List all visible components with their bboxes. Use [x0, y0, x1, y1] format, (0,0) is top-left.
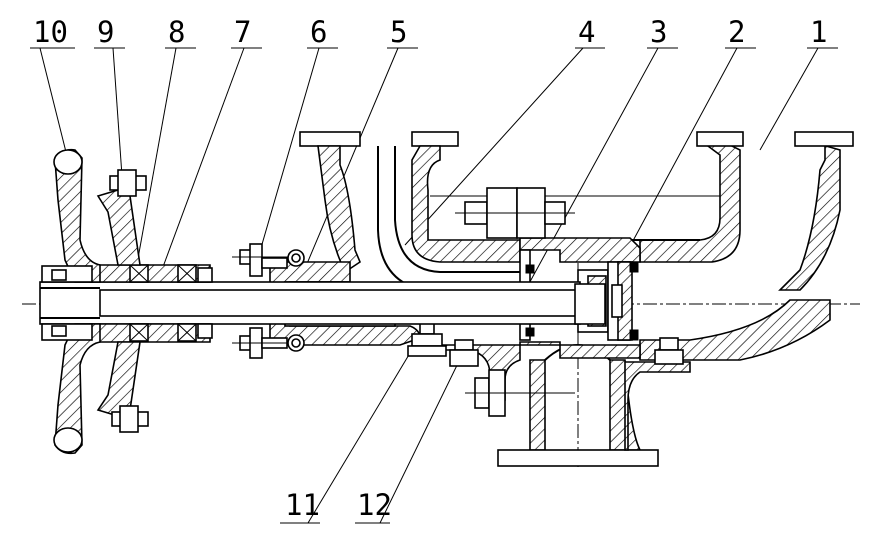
svg-text:2: 2 [728, 15, 745, 49]
lower-casing [439, 337, 684, 417]
part-label-4: 4 [404, 15, 605, 246]
pump-shaft [39, 281, 606, 325]
bracket [96, 169, 149, 433]
part-label-12: 12 [355, 354, 463, 524]
svg-text:1: 1 [810, 15, 827, 49]
bearing-housing [89, 264, 213, 343]
part-label-10: 10 [30, 15, 75, 161]
svg-text:11: 11 [285, 488, 320, 522]
svg-text:5: 5 [390, 15, 407, 49]
chamber-bolt [455, 187, 575, 239]
svg-text:12: 12 [357, 488, 392, 522]
pump-casing [497, 131, 854, 467]
svg-text:10: 10 [33, 15, 68, 49]
part-label-5: 5 [297, 15, 418, 286]
part-label-1: 1 [759, 15, 838, 151]
part-label-6: 6 [255, 15, 338, 266]
handwheel [41, 148, 101, 455]
part-label-7: 7 [159, 15, 262, 276]
part-label-2: 2 [627, 15, 756, 251]
svg-text:8: 8 [168, 15, 185, 49]
svg-text:6: 6 [310, 15, 327, 49]
part-label-9: 9 [94, 15, 125, 177]
svg-text:9: 9 [97, 15, 114, 49]
part-label-11: 11 [280, 327, 426, 524]
part-label-3: 3 [519, 15, 678, 301]
svg-text:7: 7 [234, 15, 251, 49]
svg-text:4: 4 [578, 15, 595, 49]
svg-text:3: 3 [650, 15, 667, 49]
part-label-8: 8 [134, 15, 196, 276]
